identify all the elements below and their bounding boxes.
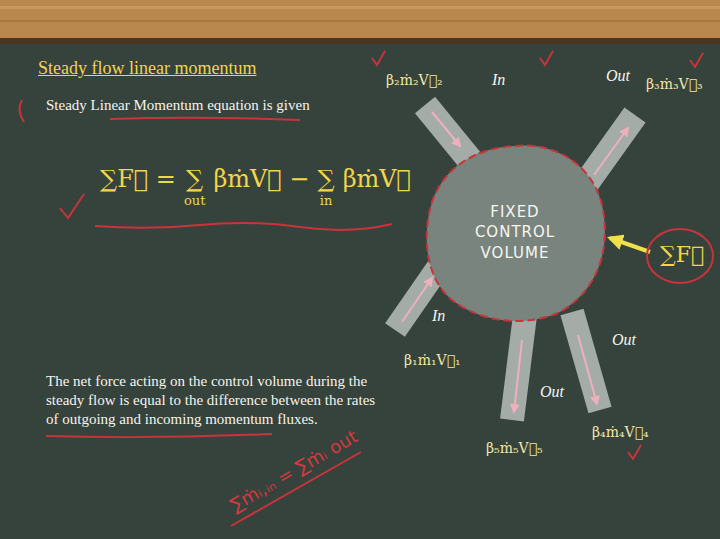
statement-text: Steady Linear Momentum equation is given [46, 96, 310, 114]
equation-symbol: ∑ [186, 166, 203, 194]
flow-arrow [514, 340, 522, 412]
sum-subscript: in [320, 194, 333, 209]
equation-symbol: βṁV⃗ − [213, 166, 309, 194]
check-mark [628, 445, 641, 459]
equation-term: ∑in [317, 166, 334, 209]
momentum-flux-label: β₃ṁ₃V⃗₃ [646, 76, 703, 93]
sum-subscript: out [184, 194, 205, 209]
explanation-text: The net force acting on the control volu… [46, 372, 391, 429]
control-volume-shape [427, 146, 605, 321]
red-mark [19, 100, 24, 122]
flow-direction-label: Out [612, 330, 636, 349]
control-volume-label: FIXED CONTROL VOLUME [459, 202, 571, 263]
check-mark [540, 51, 553, 65]
slide-title: Steady flow linear momentum [38, 58, 256, 79]
wood-grain [0, 6, 720, 9]
equation-term: βṁV⃗ − [213, 166, 309, 194]
handwritten-note: ∑ṁᵢ,ᵢₙ = ∑ṁᵢ out [226, 426, 361, 517]
flow-direction-label: Out [540, 382, 564, 401]
red-underline [46, 434, 272, 437]
flow-direction-label: Out [606, 66, 630, 85]
flow-direction-label: In [492, 70, 505, 89]
momentum-flux-label: β₂ṁ₂V⃗₂ [386, 72, 443, 89]
red-underline [95, 223, 392, 230]
wood-grain [0, 20, 720, 22]
equation-symbol: ∑F⃗ = [100, 166, 176, 194]
outlet-pipe [585, 115, 635, 185]
flow-arrow [578, 335, 597, 404]
check-mark [690, 53, 703, 67]
control-volume: FIXED CONTROL VOLUME [420, 140, 610, 325]
flow-arrow [594, 128, 628, 175]
net-force-label: ∑F⃗ [660, 242, 704, 268]
frame-edge [0, 38, 720, 44]
check-mark [60, 194, 84, 218]
flow-arrow [432, 112, 460, 146]
red-underline [110, 118, 300, 120]
flow-arrow [402, 278, 432, 322]
red-circle-mark [647, 229, 713, 283]
equation-term: ∑out [184, 166, 205, 209]
momentum-flux-label: β₁ṁ₁V⃗₁ [404, 352, 461, 369]
wood-frame [0, 0, 720, 38]
equation-symbol: βṁV⃗ [343, 166, 411, 194]
equation-symbol: ∑ [317, 166, 334, 194]
flow-direction-label: In [432, 306, 445, 325]
momentum-flux-label: β₅ṁ₅V⃗₅ [486, 440, 543, 457]
outlet-pipe [512, 315, 525, 420]
momentum-flux-label: β₄ṁ₄V⃗₄ [592, 424, 649, 441]
momentum-equation: ∑F⃗ =∑outβṁV⃗ −∑inβṁV⃗ [100, 166, 411, 209]
force-arrow [610, 238, 650, 252]
equation-term: βṁV⃗ [343, 166, 411, 194]
outlet-pipe [572, 312, 600, 410]
inlet-pipe [425, 105, 470, 160]
check-mark [372, 51, 385, 65]
equation-term: ∑F⃗ = [100, 166, 176, 194]
